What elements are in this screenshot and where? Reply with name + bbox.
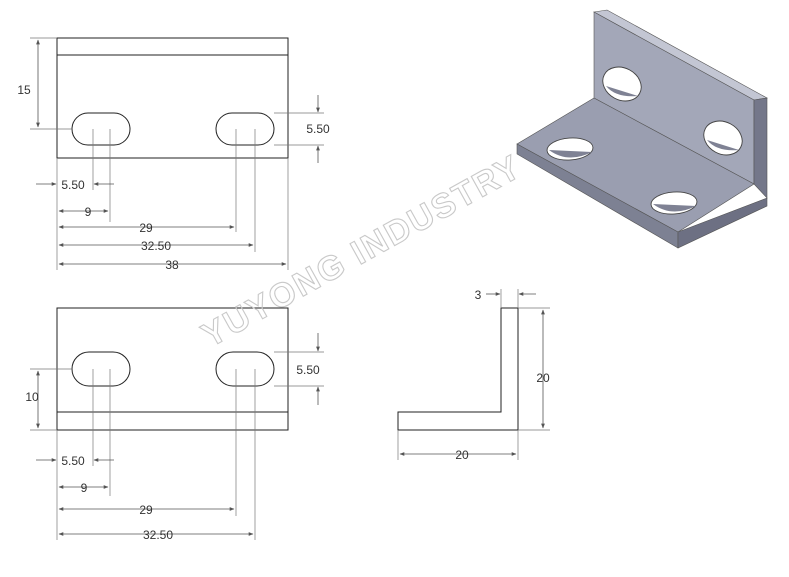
dim-side-width: 20	[455, 448, 469, 462]
dim-front-slot-end: 32.50	[143, 528, 173, 542]
dim-top-hole-center: 9	[85, 205, 92, 219]
dim-side-height: 20	[536, 371, 550, 385]
side-view-profile	[397, 307, 519, 431]
top-view-outline	[56, 37, 289, 159]
dim-top-overall-length: 38	[165, 258, 179, 272]
top-view-slot-right	[215, 112, 275, 146]
dim-front-height: 10	[25, 390, 39, 404]
isometric-bracket	[516, 9, 768, 249]
dim-front-slot-width: 5.50	[296, 363, 320, 377]
front-view-slot-left	[71, 351, 131, 387]
dim-front-hole-offset: 5.50	[61, 454, 85, 468]
top-view-slot-left	[71, 112, 131, 146]
watermark-text: YUYONG INDUSTRY	[195, 148, 528, 355]
front-view: 10 5.50 5.50 9 29 32.50	[25, 307, 324, 542]
iso-slot-vertical-2	[703, 120, 743, 156]
front-view-slot-right	[215, 351, 275, 387]
dim-top-slot-width: 5.50	[306, 122, 330, 136]
dim-side-thickness: 3	[475, 288, 482, 302]
dim-top-slot-end: 32.50	[141, 239, 171, 253]
dim-top-slot-pitch: 29	[139, 221, 153, 235]
dim-front-hole-center: 9	[81, 481, 88, 495]
top-view: 15 5.50 5.50 9 29 32.50 38	[17, 37, 330, 272]
dim-front-slot-pitch: 29	[139, 503, 153, 517]
iso-slot-vertical-1	[602, 66, 642, 102]
dim-top-height: 15	[17, 83, 31, 97]
dim-top-hole-offset: 5.50	[61, 178, 85, 192]
side-view: 3 20 20	[397, 288, 550, 462]
